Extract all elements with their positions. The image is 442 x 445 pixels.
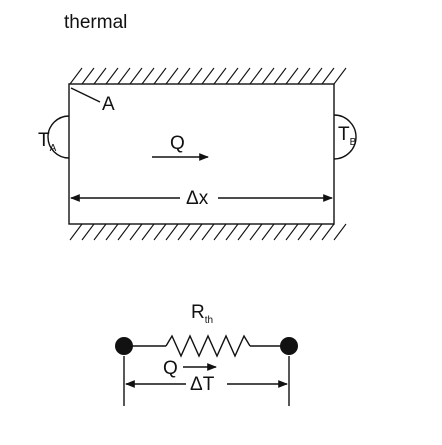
resistor-symbol	[165, 334, 251, 358]
hatch-stroke	[285, 67, 299, 85]
delta-temperature-label: ΔT	[190, 374, 215, 395]
hatch-stroke	[165, 223, 179, 241]
hatch-stroke	[105, 67, 119, 85]
hatch-stroke	[129, 67, 143, 85]
hatch-stroke	[177, 67, 191, 85]
hatch-stroke	[201, 67, 215, 85]
circuit-heat-flow-label: Q	[163, 358, 178, 379]
left-temperature-label: TA	[38, 130, 57, 154]
right-temperature-label: TB	[338, 124, 357, 148]
hatch-stroke	[177, 223, 191, 241]
thickness-label: Δx	[186, 188, 209, 209]
hatch-stroke	[273, 223, 287, 241]
area-label: A	[102, 94, 115, 115]
hatch-stroke	[165, 67, 179, 85]
hatch-stroke	[333, 223, 347, 241]
hatch-stroke	[69, 67, 83, 85]
hatch-stroke	[189, 67, 203, 85]
slab-heat-flow-label: Q	[170, 133, 185, 154]
hatch-stroke	[249, 67, 263, 85]
hatch-stroke	[81, 223, 95, 241]
hatch-stroke	[309, 223, 323, 241]
hatch-stroke	[285, 223, 299, 241]
hatch-stroke	[129, 223, 143, 241]
hatch-stroke	[141, 223, 155, 241]
hatch-stroke	[189, 223, 203, 241]
bottom-wall-hatching	[69, 223, 347, 241]
hatch-stroke	[93, 67, 107, 85]
hatch-stroke	[321, 67, 335, 85]
hatch-stroke	[273, 67, 287, 85]
hatch-stroke	[237, 223, 251, 241]
hatch-stroke	[333, 67, 347, 85]
hatch-stroke	[117, 223, 131, 241]
hatch-stroke	[237, 67, 251, 85]
hatch-stroke	[153, 223, 167, 241]
hatch-stroke	[297, 67, 311, 85]
hatch-stroke	[261, 67, 275, 85]
hatch-stroke	[81, 67, 95, 85]
area-leader-line	[70, 87, 101, 103]
hatch-stroke	[321, 223, 335, 241]
hatch-stroke	[225, 223, 239, 241]
left-temperature-node	[47, 115, 70, 159]
hatch-stroke	[69, 223, 83, 241]
hatch-stroke	[297, 223, 311, 241]
hatch-stroke	[249, 223, 263, 241]
hatch-stroke	[153, 67, 167, 85]
right-circuit-node	[280, 337, 298, 355]
hatch-stroke	[93, 223, 107, 241]
diagram-title: thermal	[64, 12, 127, 33]
hatch-stroke	[213, 223, 227, 241]
top-wall-hatching	[69, 67, 347, 85]
hatch-stroke	[117, 67, 131, 85]
hatch-stroke	[201, 223, 215, 241]
hatch-stroke	[225, 67, 239, 85]
hatch-stroke	[141, 67, 155, 85]
resistor-label: Rth	[191, 302, 213, 326]
hatch-stroke	[309, 67, 323, 85]
hatch-stroke	[105, 223, 119, 241]
left-circuit-node	[115, 337, 133, 355]
hatch-stroke	[213, 67, 227, 85]
hatch-stroke	[261, 223, 275, 241]
right-temperature-node	[333, 114, 357, 160]
